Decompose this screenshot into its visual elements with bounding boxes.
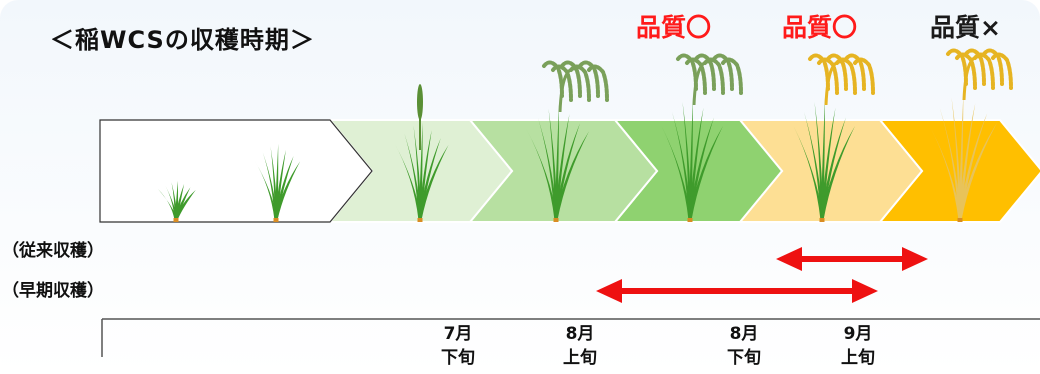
arrow-head-right	[852, 279, 878, 303]
rice-leaf	[820, 125, 855, 220]
rice-plant-heading	[394, 84, 449, 222]
tick-period: 上旬	[841, 348, 875, 368]
rice-leaf	[404, 133, 422, 220]
arrow-head-left	[776, 247, 802, 271]
rice-grain-cluster	[955, 52, 977, 90]
rice-plant-flowering	[526, 60, 609, 222]
rice-leaf	[538, 117, 558, 220]
rice-leaf	[951, 97, 962, 220]
rice-grain-cluster	[703, 57, 725, 95]
early-harvest-arrow	[596, 279, 878, 303]
rice-leaf	[958, 122, 998, 220]
rice-grain-cluster	[817, 57, 839, 95]
rice-leaf	[688, 107, 704, 220]
rice-plant-seedling	[158, 180, 196, 222]
plant-base	[553, 218, 559, 222]
tick-month: 8月	[729, 324, 759, 344]
harvest-arrows	[596, 247, 928, 303]
rice-grain-cluster	[853, 57, 875, 95]
plant-base	[957, 218, 963, 222]
plant-base	[273, 218, 279, 222]
arrow-head-right	[902, 247, 928, 271]
rice-leaf	[158, 189, 178, 220]
rice-leaf	[958, 92, 964, 220]
rice-grain-cluster	[991, 52, 1013, 90]
rice-grain-cluster	[721, 57, 743, 95]
rice-leaf	[820, 107, 836, 220]
rice-grain-cluster	[569, 64, 591, 102]
rice-grain-cluster	[685, 57, 707, 95]
diagram-title: ＜稲WCSの収穫時期＞	[50, 26, 315, 54]
plant-base	[417, 218, 423, 222]
rice-leaf	[554, 113, 570, 220]
tick-month: 8月	[565, 324, 595, 344]
tick-label-jul-late: 7月 下旬	[428, 322, 488, 370]
rice-grain-cluster	[973, 52, 995, 90]
rice-leaf	[274, 161, 301, 220]
quality-label-conventional: 品質〇	[782, 13, 858, 42]
rice-leaf	[682, 102, 692, 220]
conventional-harvest-arrow	[776, 247, 928, 271]
rice-leaf	[548, 108, 558, 220]
rice-leaf	[804, 111, 824, 220]
rice-plant-milk-stage	[660, 53, 743, 222]
tick-period: 下旬	[441, 348, 475, 368]
rice-leaf	[174, 184, 185, 220]
rice-leaf	[262, 152, 278, 220]
arrow-head-left	[596, 279, 622, 303]
rice-leaf	[174, 189, 196, 220]
rice-plant-tillering	[254, 143, 301, 222]
rice-grain-cluster	[551, 64, 573, 102]
rice-leaf	[165, 185, 178, 220]
plant-base	[819, 218, 825, 222]
tick-period: 下旬	[727, 348, 761, 368]
early-harvest-label: （早期収穫）	[2, 281, 104, 301]
rice-leaf	[554, 131, 589, 220]
quality-label-late: 品質×	[930, 13, 1001, 42]
rice-grain-cluster	[587, 64, 609, 102]
rice-leaf	[958, 103, 976, 220]
tick-month: 7月	[443, 324, 473, 344]
rice-leaf	[418, 130, 432, 220]
rice-grain-cluster	[835, 57, 857, 95]
timeline-axis	[101, 318, 1040, 357]
rice-plant-yellow-ripe	[792, 53, 875, 222]
tick-label-sep-early: 9月 上旬	[828, 322, 888, 370]
rice-leaf	[672, 111, 692, 220]
rice-leaf	[418, 144, 449, 220]
rice-plants	[158, 48, 1013, 222]
conventional-harvest-label: （従来収穫）	[2, 241, 104, 261]
rice-leaf	[274, 149, 286, 220]
quality-label-early: 品質〇	[636, 13, 712, 42]
rice-leaf	[814, 102, 824, 220]
rice-leaf	[688, 125, 723, 220]
rice-panicle	[417, 84, 423, 120]
tick-label-aug-early: 8月 上旬	[550, 322, 610, 370]
plant-base	[173, 218, 179, 222]
stage-chevron-1	[99, 119, 373, 223]
plant-base	[687, 218, 693, 222]
tick-month: 9月	[843, 324, 873, 344]
tick-label-aug-late: 8月 下旬	[714, 322, 774, 370]
tick-period: 上旬	[563, 348, 597, 368]
rice-plant-full-ripe	[926, 48, 1013, 222]
